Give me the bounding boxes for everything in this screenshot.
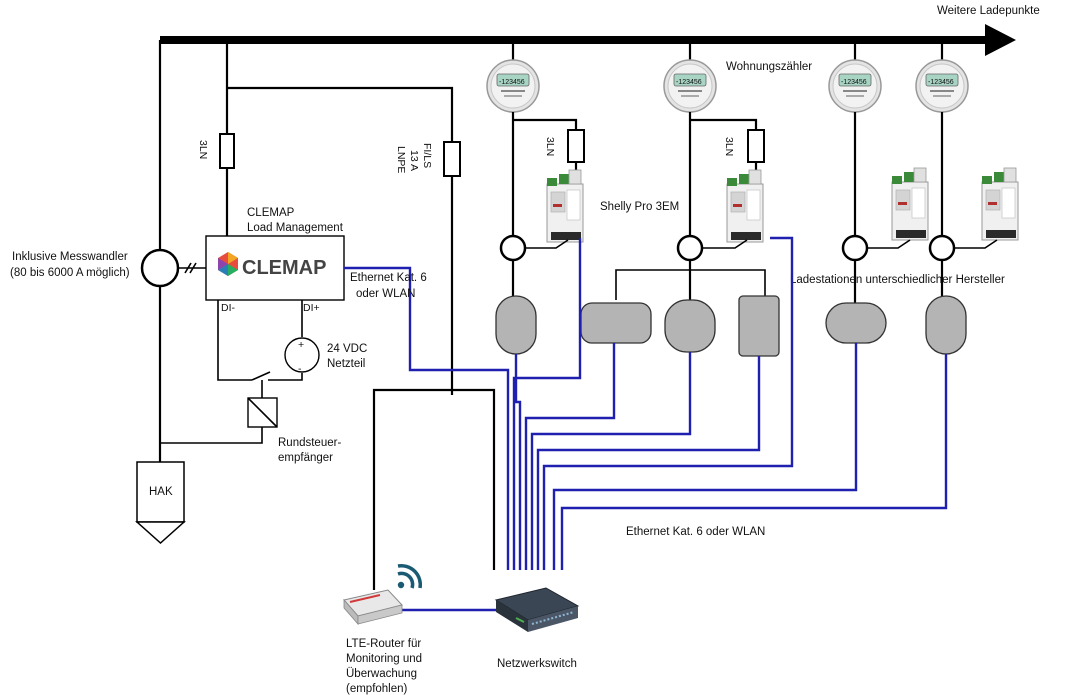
fuse-branch-1	[567, 129, 585, 163]
di-plus-label: DI+	[303, 302, 320, 314]
network-switch	[494, 587, 580, 632]
station-3-ethernet	[530, 352, 692, 570]
shelly-device-1	[546, 169, 584, 243]
ct-branch-4	[928, 234, 956, 262]
psu-minus-sign: -	[298, 363, 302, 375]
charging-station-6	[925, 295, 967, 355]
charging-station-5	[825, 302, 887, 344]
router-label-1: LTE-Router für	[346, 638, 421, 650]
station-1-ethernet	[514, 354, 522, 570]
apartment-meter-2: -123456	[663, 59, 717, 113]
psu-label-1: 24 VDC	[327, 343, 367, 355]
lte-router	[343, 589, 403, 626]
clemap-title-2: Load Management	[247, 222, 344, 234]
switch-label: Netzwerkswitch	[497, 658, 577, 670]
ethernet-bottom-label: Ethernet Kat. 6 oder WLAN	[626, 526, 765, 538]
clemap-ethernet-label-1: Ethernet Kat. 6	[350, 272, 427, 284]
meter-2-display: -123456	[676, 79, 702, 86]
charging-station-1	[495, 295, 537, 355]
hak-label: HAK	[149, 486, 173, 498]
fi-ls-label-3: LNPE	[395, 146, 407, 173]
shelly-1-ethernet	[512, 238, 582, 570]
clemap-device: CLEMAP	[205, 235, 345, 301]
psu-label-2: Netzteil	[327, 358, 365, 370]
charging-station-3	[664, 299, 716, 353]
ripple-receiver	[247, 397, 278, 428]
ripple-label-1: Rundsteuer-	[278, 437, 341, 449]
shelly-device-3	[891, 167, 929, 241]
psu-symbol	[284, 337, 320, 373]
meter-4-display: -123456	[928, 79, 954, 86]
ripple-label-2: empfänger	[278, 452, 333, 464]
transformer-label-2: (80 bis 6000 A möglich)	[10, 267, 130, 279]
fuse-clemap-label: 3LN	[197, 140, 209, 159]
clemap-logo-text: CLEMAP	[242, 257, 326, 279]
shelly-2-ethernet	[542, 236, 794, 570]
stations-label: Ladestationen unterschiedlicher Herstell…	[790, 274, 1005, 286]
apartment-meters-label: Wohnungszähler	[726, 61, 812, 73]
fi-ls-breaker	[443, 141, 461, 177]
ct-4-wire	[954, 239, 998, 249]
charging-station-4	[738, 295, 780, 357]
ct-1-wire	[525, 239, 569, 249]
fuse-branch-2	[747, 129, 765, 163]
apartment-meter-4: -123456	[915, 59, 969, 113]
apartment-meter-1: -123456	[486, 59, 540, 113]
router-label-2: Monitoring und	[346, 653, 422, 665]
branch-2-shelly-feed	[690, 118, 758, 180]
station-4-ethernet	[536, 356, 761, 570]
fi-ls-label-2: 13 A	[408, 150, 420, 171]
ct-branch-2	[676, 234, 704, 262]
station-2-ethernet	[524, 343, 616, 570]
di-minus-wire	[217, 300, 252, 381]
ct-branch-1	[499, 234, 527, 262]
shelly-device-2	[726, 169, 764, 243]
further-points-label: Weitere Ladepunkte	[937, 5, 1040, 17]
ct-branch-3	[841, 234, 869, 262]
busbar-arrow	[985, 24, 1016, 56]
shelly-label: Shelly Pro 3EM	[600, 201, 679, 213]
clemap-ethernet-cable	[344, 266, 510, 570]
psu-plus-sign: +	[298, 339, 304, 351]
ripple-contact	[251, 371, 271, 381]
meter-3-display: -123456	[841, 79, 867, 86]
router-label-3: Überwachung	[346, 668, 417, 680]
ct-3-wire	[867, 239, 911, 249]
hak-box: HAK	[135, 461, 186, 545]
wifi-icon	[397, 563, 423, 589]
current-transformer	[140, 248, 206, 288]
router-label-4: (empfohlen)	[346, 683, 408, 695]
apartment-meter-3: -123456	[828, 59, 882, 113]
branch-2-distribution	[615, 269, 766, 300]
ct-2-wire	[702, 239, 748, 249]
transformer-label-1: Inklusive Messwandler	[12, 251, 128, 263]
ripple-feed-wire	[160, 427, 263, 444]
fi-ls-label-1: FI/LS	[421, 143, 433, 168]
clemap-title-1: CLEMAP	[247, 207, 295, 219]
fuse-clemap	[219, 133, 235, 169]
fuse-branch-2-label: 3LN	[723, 137, 735, 156]
fuse-branch-1-label: 3LN	[544, 137, 556, 156]
meter-1-display: -123456	[499, 79, 525, 86]
charging-station-2	[580, 302, 652, 344]
di-minus-label: DI-	[221, 302, 236, 314]
clemap-ethernet-label-2: oder WLAN	[356, 288, 415, 300]
shelly-device-4	[981, 167, 1019, 241]
station-5-ethernet	[552, 343, 858, 570]
psu-wire-minus	[268, 373, 303, 381]
switch-feed-line	[227, 86, 454, 395]
switch-power-line	[372, 388, 496, 590]
station-6-ethernet	[560, 354, 948, 570]
